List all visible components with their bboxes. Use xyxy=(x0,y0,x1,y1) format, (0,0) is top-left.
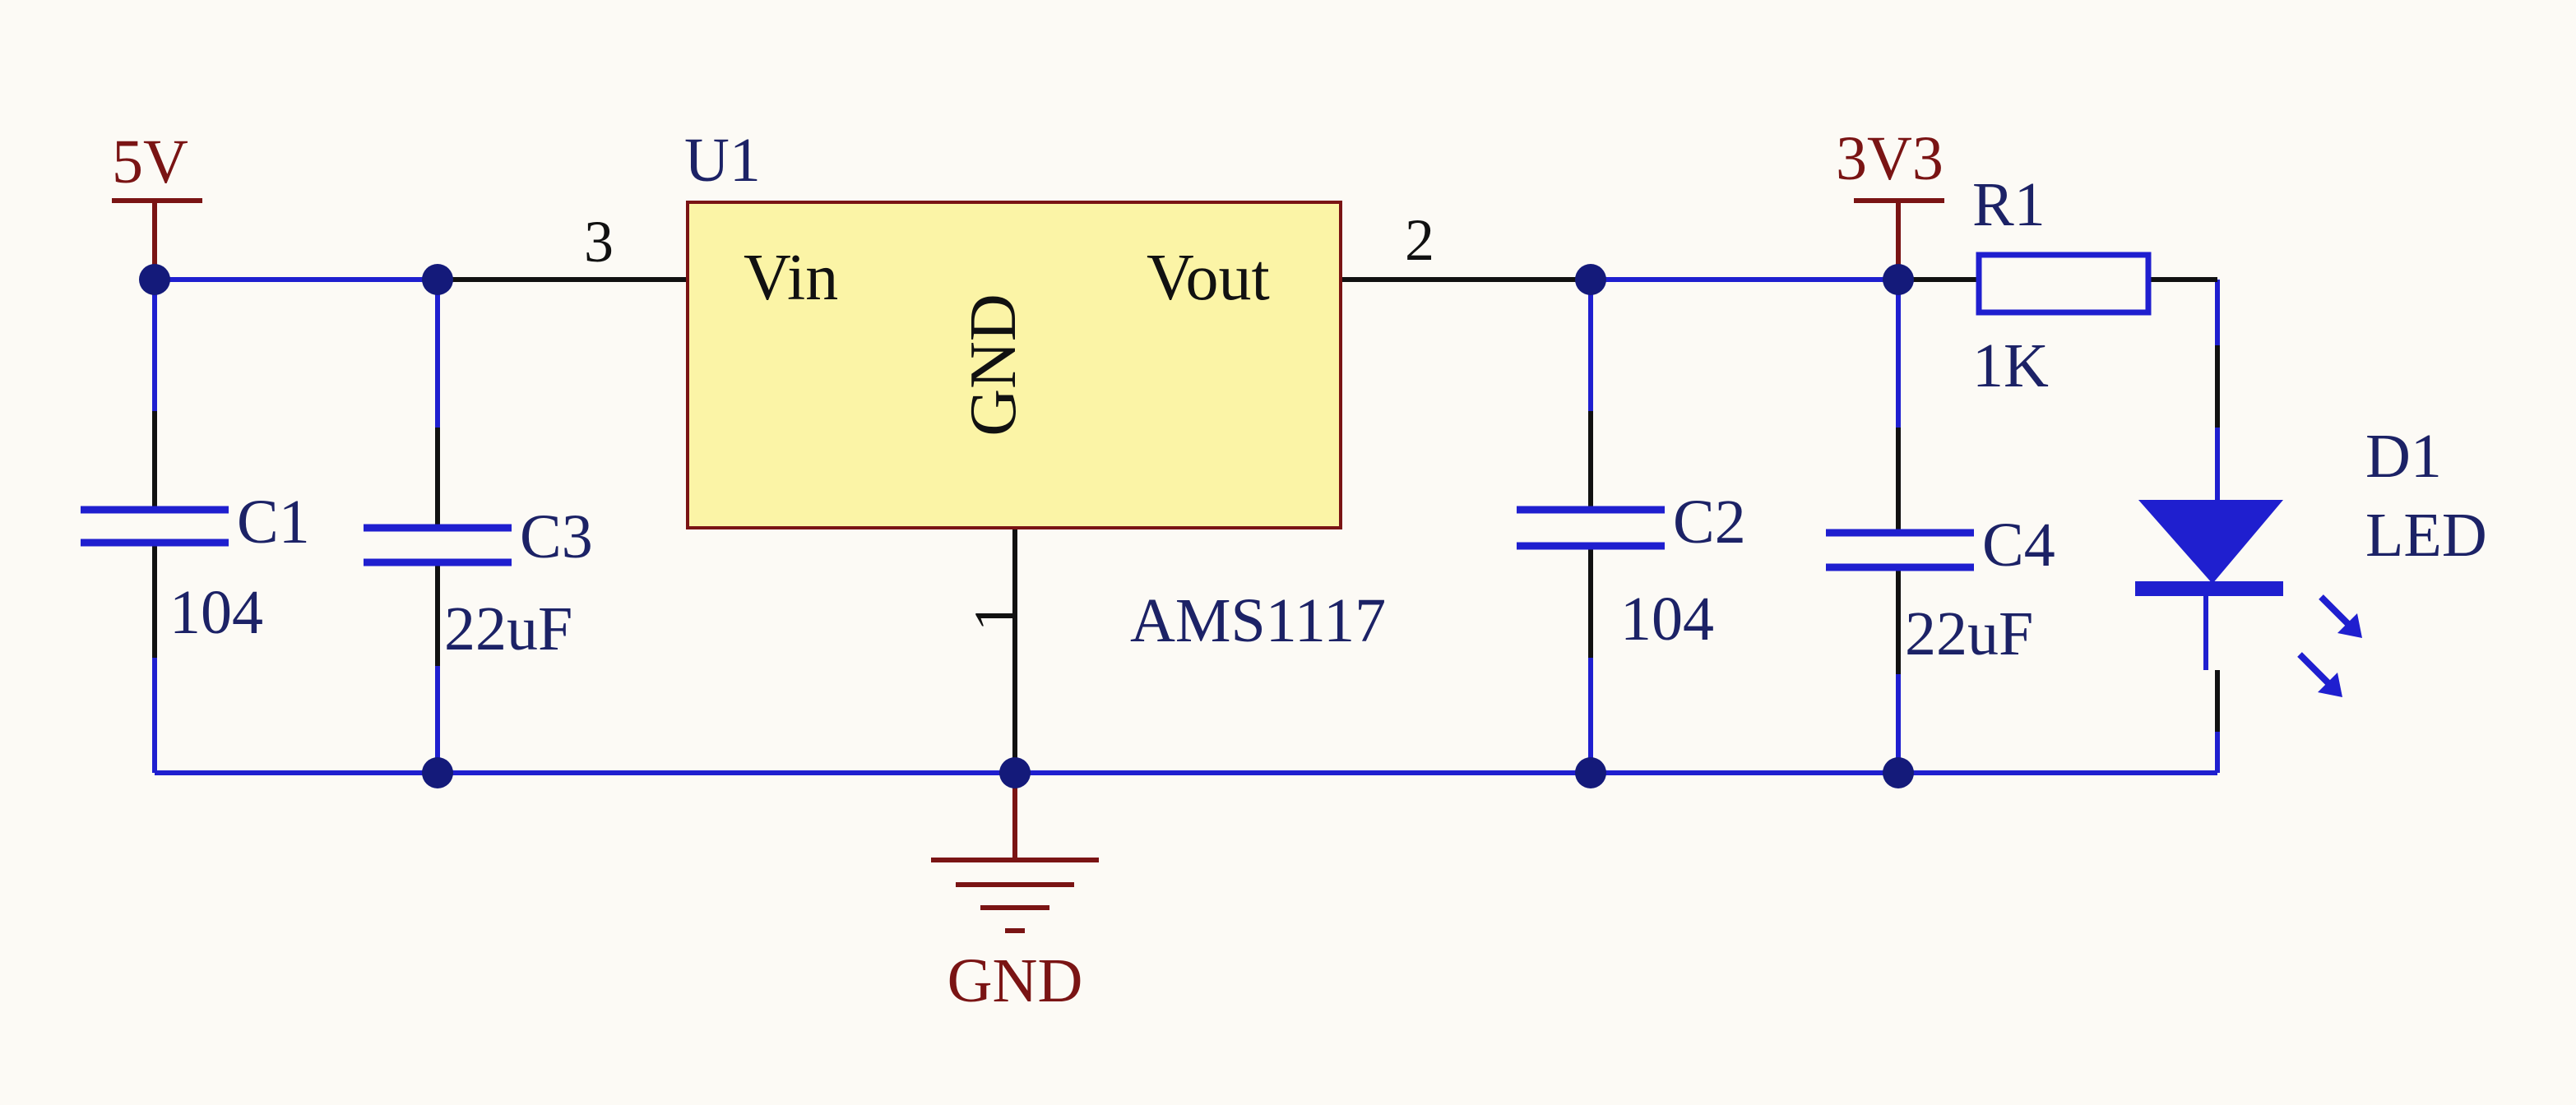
junction-dot xyxy=(422,757,453,788)
led-value: LED xyxy=(2365,501,2487,570)
power-symbol-3v3: 3V3 xyxy=(1836,124,1944,280)
led-light-arrows-icon xyxy=(2297,594,2362,697)
capacitor-c1-value: 104 xyxy=(169,578,263,647)
wires xyxy=(152,277,2220,775)
net-label-3v3: 3V3 xyxy=(1836,124,1944,193)
resistor-designator: R1 xyxy=(1972,170,2046,239)
junction-dot xyxy=(1883,264,1914,295)
led-triangle xyxy=(2138,500,2283,584)
resistor-r1: R1 1K xyxy=(1972,170,2152,400)
led-designator: D1 xyxy=(2365,422,2442,491)
capacitor-c3-designator: C3 xyxy=(520,502,593,571)
junction-dot xyxy=(999,757,1031,788)
net-label-gnd: GND xyxy=(947,946,1083,1015)
capacitor-c3-value: 22uF xyxy=(444,594,572,663)
pin-label-gnd: GND xyxy=(957,294,1030,436)
capacitor-c2: C2 104 xyxy=(1517,488,1746,654)
pin-label-vin: Vin xyxy=(744,242,838,314)
junction-dot xyxy=(422,264,453,295)
junction-dot xyxy=(139,264,170,295)
regulator-part: AMS1117 xyxy=(1130,586,1386,655)
regulator-designator: U1 xyxy=(684,126,761,195)
junction-dot xyxy=(1575,757,1606,788)
capacitor-c3: C3 22uF xyxy=(364,502,593,663)
pin-number-gnd: 1 xyxy=(962,602,1028,631)
capacitor-c4: C4 22uF xyxy=(1826,511,2055,668)
capacitor-c2-designator: C2 xyxy=(1673,488,1746,557)
power-symbol-5v: 5V xyxy=(112,127,202,280)
capacitor-c2-value: 104 xyxy=(1620,585,1714,654)
pin-wires xyxy=(438,277,2217,773)
capacitor-c4-designator: C4 xyxy=(1982,511,2055,580)
regulator-body xyxy=(686,201,1342,529)
led-d1: D1 LED xyxy=(2135,422,2487,697)
resistor-value: 1K xyxy=(1972,331,2049,400)
net-label-5v: 5V xyxy=(112,127,188,196)
capacitor-c4-value: 22uF xyxy=(1905,599,2033,668)
pin-label-vout: Vout xyxy=(1147,242,1270,314)
pin-number-vin: 3 xyxy=(584,209,614,275)
junction-dot xyxy=(1575,264,1606,295)
capacitor-c1: C1 104 xyxy=(81,488,310,647)
junction-dot xyxy=(1883,757,1914,788)
capacitor-c1-designator: C1 xyxy=(237,488,310,557)
pin-number-vout: 2 xyxy=(1405,207,1434,273)
ground-symbol: GND xyxy=(931,773,1099,1015)
junctions xyxy=(139,264,1914,788)
regulator-u1: U1 Vin Vout GND 3 2 1 AMS1117 xyxy=(584,126,1434,655)
